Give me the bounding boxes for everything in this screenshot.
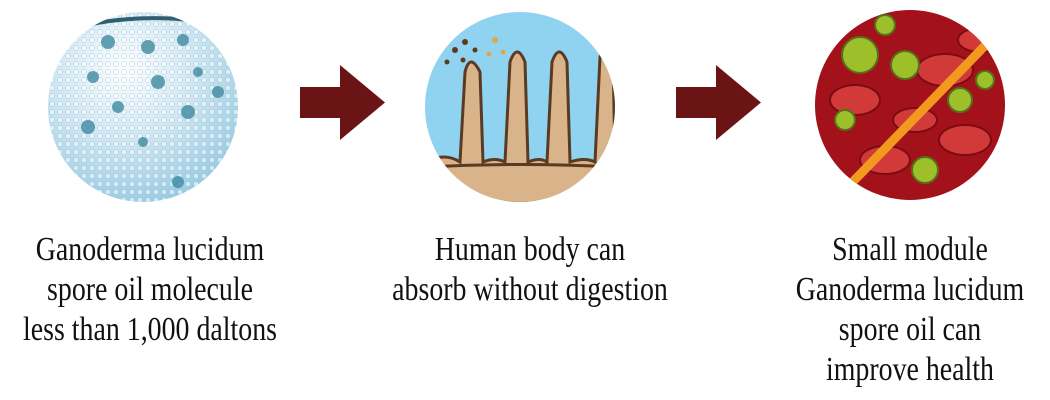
intestinal-villi-illustration bbox=[425, 12, 615, 202]
caption-line: spore oil can bbox=[838, 311, 982, 348]
caption-line: Ganoderma lucidum bbox=[795, 271, 1025, 308]
spore-oil-molecule-image bbox=[48, 12, 238, 202]
caption-line: Ganoderma lucidum bbox=[35, 231, 265, 268]
right-arrow-icon bbox=[300, 65, 385, 140]
caption-line: absorb without digestion bbox=[392, 271, 668, 308]
step-caption-absorb: Human body can absorb without digestion bbox=[391, 230, 670, 310]
blood-cells-image bbox=[815, 10, 1005, 200]
caption-line: spore oil molecule bbox=[47, 271, 253, 308]
caption-line: Human body can bbox=[434, 231, 626, 268]
step-caption-molecule: Ganoderma lucidum spore oil molecule les… bbox=[19, 230, 281, 350]
absorbed-particles-orange bbox=[486, 37, 506, 57]
molecule-illustration bbox=[48, 12, 238, 202]
absorbed-particles bbox=[444, 39, 478, 65]
step-caption-health: Small module Ganoderma lucidum spore oil… bbox=[783, 230, 1037, 390]
molecule-clusters bbox=[81, 34, 224, 188]
caption-line: improve health bbox=[825, 351, 994, 388]
blood-cells-drawing bbox=[815, 10, 1005, 200]
cancel-line bbox=[836, 21, 1005, 199]
caption-line: Small module bbox=[832, 231, 988, 268]
villi-drawing bbox=[425, 12, 615, 202]
right-arrow-icon bbox=[676, 65, 761, 140]
caption-line: less than 1,000 daltons bbox=[22, 311, 277, 348]
virus-particles bbox=[834, 14, 995, 184]
